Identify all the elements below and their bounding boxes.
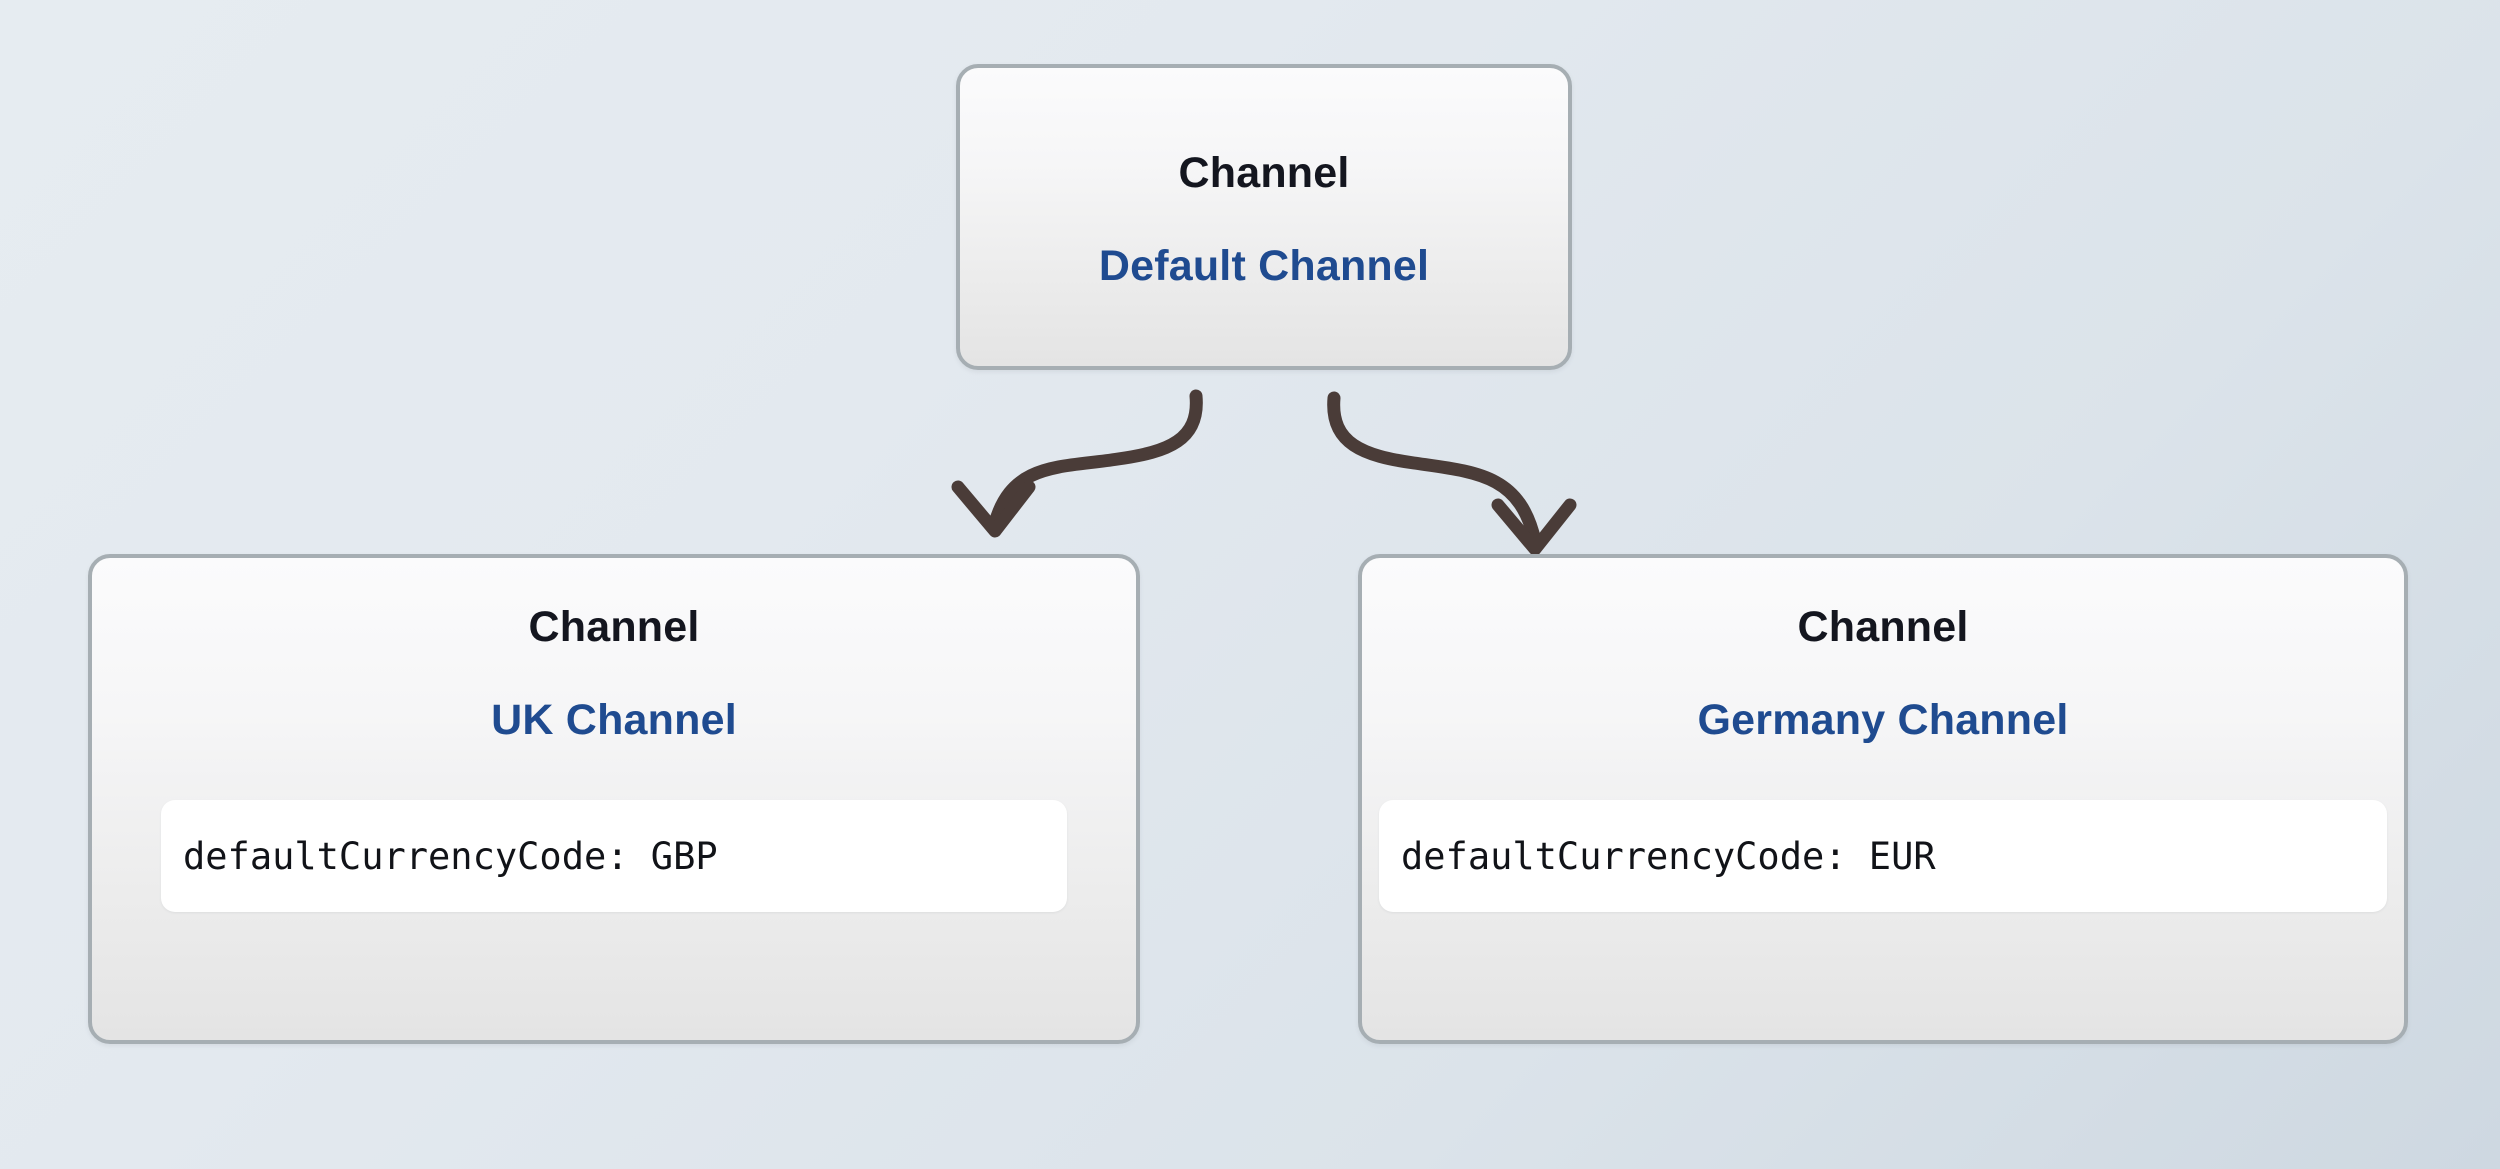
node-property-box: defaultCurrencyCode: EUR (1379, 800, 2387, 912)
property-default-currency-code: defaultCurrencyCode: GBP (183, 834, 718, 878)
node-default-channel[interactable]: Channel Default Channel (956, 64, 1572, 370)
node-name-label: Germany Channel (1697, 696, 2069, 744)
edge-root-to-de (1327, 391, 1577, 556)
node-property-box: defaultCurrencyCode: GBP (161, 800, 1067, 912)
node-uk-channel[interactable]: Channel UK Channel defaultCurrencyCode: … (88, 554, 1140, 1044)
property-default-currency-code: defaultCurrencyCode: EUR (1401, 834, 1936, 878)
node-type-label: Channel (1178, 149, 1350, 197)
node-name-label: Default Channel (1098, 242, 1430, 290)
edge-root-to-uk (951, 389, 1203, 538)
node-germany-channel[interactable]: Channel Germany Channel defaultCurrencyC… (1358, 554, 2408, 1044)
node-name-label: UK Channel (491, 696, 737, 744)
node-type-label: Channel (1797, 603, 1969, 651)
node-type-label: Channel (528, 603, 700, 651)
